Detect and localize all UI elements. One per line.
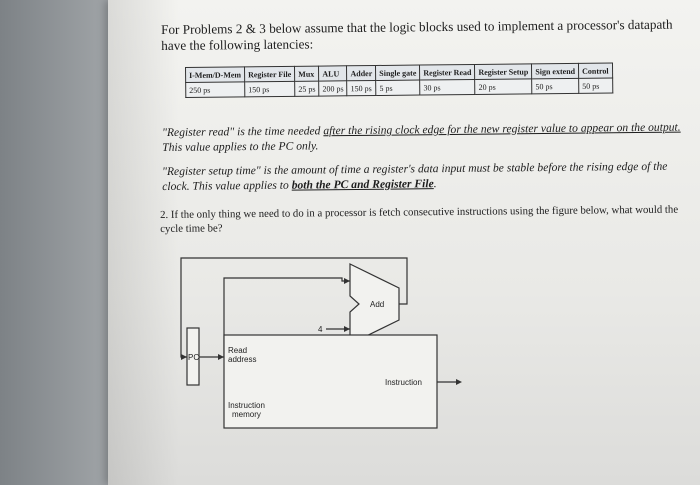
latency-header-cell: Mux: [294, 66, 319, 82]
desk-background: [0, 0, 120, 485]
pc-to-adder-wire: [223, 277, 350, 335]
adder-top-arrow: [344, 278, 350, 284]
constant-four-label: 4: [318, 325, 323, 334]
adder-block: [349, 263, 400, 345]
latency-value-cell: 20 ps: [475, 78, 533, 95]
register-read-note: "Register read" is the time needed after…: [162, 120, 681, 154]
instruction-memory-block: [223, 334, 438, 429]
latency-header-cell: I-Mem/D-Mem: [185, 66, 245, 83]
latency-header-cell: Adder: [346, 65, 376, 81]
latency-value-cell: 200 ps: [318, 80, 348, 97]
latency-value-cell: 150 ps: [347, 80, 376, 96]
latency-value-cell: 50 ps: [578, 78, 613, 94]
pc-input-arrow: [181, 354, 187, 360]
read-address-arrow: [218, 354, 224, 360]
latency-header-cell: Register File: [244, 66, 295, 82]
instruction-memory-label: Instruction: [228, 401, 265, 410]
paper-page: For Problems 2 & 3 below assume that the…: [108, 0, 700, 485]
svg-text:memory: memory: [232, 410, 261, 419]
question-2-text: 2. If the only thing we need to do in a …: [160, 203, 679, 235]
instruction-arrow: [456, 379, 462, 385]
latency-header-cell: Register Setup: [474, 63, 532, 80]
latency-header-cell: Single gate: [375, 65, 420, 81]
latency-header-cell: Control: [578, 63, 613, 79]
svg-text:address: address: [228, 355, 256, 364]
register-setup-note: "Register setup time" is the amount of t…: [162, 159, 668, 193]
pc-register: [186, 327, 200, 386]
latency-header-cell: Register Read: [419, 64, 476, 81]
latency-header-cell: Sign extend: [531, 63, 579, 79]
latency-value-cell: 50 ps: [531, 78, 579, 94]
read-address-label: Read: [228, 346, 247, 355]
latency-header-cell: ALU: [318, 65, 348, 82]
latency-value-cell: 5 ps: [375, 80, 421, 96]
datapath-diagram: Add 4 PC Read address Instruction Instru…: [180, 257, 462, 429]
instruction-output-label: Instruction: [385, 378, 422, 387]
add-label: Add: [370, 300, 384, 309]
adder-bottom-arrow: [344, 326, 350, 332]
latency-value-cell: 25 ps: [294, 81, 320, 97]
intro-text: For Problems 2 & 3 below assume that the…: [161, 16, 673, 53]
latency-value-cell: 150 ps: [244, 81, 295, 97]
pc-label: PC: [188, 353, 199, 362]
latency-value-cell: 30 ps: [419, 79, 476, 96]
latency-value-cell: 250 ps: [185, 81, 245, 98]
